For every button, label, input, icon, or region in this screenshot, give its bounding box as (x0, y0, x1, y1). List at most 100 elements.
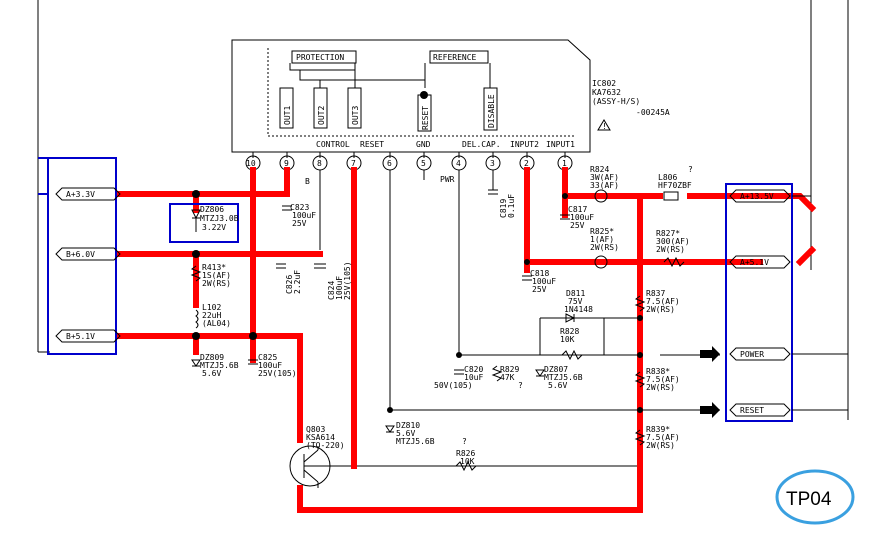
svg-text:100uF: 100uF (292, 211, 316, 220)
svg-text:POWER: POWER (740, 350, 764, 359)
svg-text:1: 1 (562, 159, 567, 168)
svg-text:5.6V: 5.6V (548, 381, 567, 390)
left-ports: A+3.3V B+6.0V B+5.1V (38, 157, 121, 355)
svg-text:7.5(AF): 7.5(AF) (646, 375, 680, 384)
r413-l102: R413* 1S(AF) 2W(RS) L102 22uH (AL04) (190, 263, 231, 329)
svg-text:D811: D811 (566, 289, 585, 298)
svg-text:MTZJ5.6B: MTZJ5.6B (544, 373, 583, 382)
svg-text:MTZJ5.6B: MTZJ5.6B (200, 361, 239, 370)
svg-text:5.6V: 5.6V (202, 369, 221, 378)
svg-text:(AL04): (AL04) (202, 319, 231, 328)
ic-ref: IC802 (592, 79, 616, 88)
svg-text:R826: R826 (456, 449, 475, 458)
svg-text:Q803: Q803 (306, 425, 325, 434)
svg-text:4: 4 (456, 159, 461, 168)
protection-box (291, 50, 357, 64)
svg-text:DZ806: DZ806 (200, 205, 224, 214)
pwr-c819: PWR C819 0.1uF (440, 175, 516, 218)
r824-l806: R824 3W(AF) 33(AF) L806 HF70ZBF ? (590, 165, 693, 203)
svg-text:B+6.0V: B+6.0V (66, 250, 95, 259)
svg-text:R838*: R838* (646, 367, 670, 376)
ic802-block: PROTECTION REFERENCE OUT1 OUT2 OUT3 RESE… (231, 39, 670, 153)
svg-text:A+13.5V: A+13.5V (740, 192, 774, 201)
pin-label-gnd: GND (416, 140, 431, 149)
svg-text:C823: C823 (290, 203, 309, 212)
tp04-badge: TP04 (775, 469, 855, 525)
svg-text:R825*: R825* (590, 227, 614, 236)
svg-text:7.5(AF): 7.5(AF) (646, 297, 680, 306)
svg-text:B: B (305, 177, 310, 186)
svg-text:?: ? (462, 437, 467, 446)
svg-text:B+5.1V: B+5.1V (66, 332, 95, 341)
c824-c826: C826 2.2uF C824 100uF 25V(105) B (276, 177, 352, 300)
svg-text:100uF: 100uF (570, 213, 594, 222)
svg-text:C817: C817 (568, 205, 587, 214)
dz810: DZ810 5.6V MTZJ5.6B (385, 421, 435, 446)
svg-text:?: ? (688, 165, 693, 174)
svg-text:1(AF): 1(AF) (590, 235, 614, 244)
svg-text:R828: R828 (560, 327, 579, 336)
svg-text:300(AF): 300(AF) (656, 237, 690, 246)
svg-text:R837: R837 (646, 289, 665, 298)
svg-text:10uF: 10uF (464, 373, 483, 382)
svg-text:2W(RS): 2W(RS) (646, 383, 675, 392)
svg-text:3.22V: 3.22V (202, 223, 226, 232)
svg-text:R827*: R827* (656, 229, 680, 238)
port-reset: RESET (729, 403, 791, 417)
svg-text:(TO-220): (TO-220) (306, 441, 345, 450)
pin-label-input1: INPUT1 (546, 140, 575, 149)
svg-text:2.2uF: 2.2uF (293, 270, 302, 294)
svg-text:25V: 25V (292, 219, 307, 228)
svg-text:2W(RS): 2W(RS) (656, 245, 685, 254)
tp04-label: TP04 (786, 489, 832, 510)
d811-r828: D811 75V 1N4148 R828 10K (560, 289, 593, 361)
svg-text:25V: 25V (570, 221, 585, 230)
svg-text:R839*: R839* (646, 425, 670, 434)
ic-out2-label: OUT2 (317, 106, 326, 125)
svg-text:2W(RS): 2W(RS) (646, 305, 675, 314)
q803-transistor: Q803 KSA614 (TO-220) (289, 425, 345, 488)
port-b60v: B+6.0V (55, 247, 121, 261)
arrow-power-icon (700, 346, 720, 362)
svg-text:A+3.3V: A+3.3V (66, 190, 95, 199)
dz806: DZ806 MTZJ3.0B 3.22V (169, 203, 239, 243)
ic-part: KA7632 (592, 88, 621, 97)
svg-text:100uF: 100uF (258, 361, 282, 370)
svg-text:100uF: 100uF (532, 277, 556, 286)
svg-text:10K: 10K (560, 335, 575, 344)
svg-text:7: 7 (351, 159, 356, 168)
svg-text:A+5.1V: A+5.1V (740, 258, 769, 267)
ic-disable-label: DISABLE (487, 94, 496, 128)
svg-text:75V: 75V (568, 297, 583, 306)
svg-text:C818: C818 (530, 269, 549, 278)
svg-text:1N4148: 1N4148 (564, 305, 593, 314)
svg-text:3: 3 (490, 159, 495, 168)
svg-text:0.1uF: 0.1uF (507, 194, 516, 218)
svg-text:HF70ZBF: HF70ZBF (658, 181, 692, 190)
svg-text:MTZJ5.6B: MTZJ5.6B (396, 437, 435, 446)
pin-label-control: CONTROL (316, 140, 350, 149)
svg-text:R829: R829 (500, 365, 519, 374)
svg-text:5.6V: 5.6V (396, 429, 415, 438)
c823: C823 100uF 25V (282, 203, 316, 228)
svg-text:R824: R824 (590, 165, 609, 174)
c817: C817 100uF 25V (560, 205, 594, 230)
svg-text:9: 9 (284, 159, 289, 168)
svg-text:10K: 10K (460, 457, 475, 466)
svg-text:C826: C826 (285, 275, 294, 294)
svg-text:3W(AF): 3W(AF) (590, 173, 619, 182)
port-a51v: A+5.1V (729, 255, 791, 269)
svg-text:100uF: 100uF (335, 276, 344, 300)
c818: C818 100uF 25V (522, 269, 556, 294)
right-ports: A+13.5V A+5.1V POWER RESET (700, 183, 848, 422)
svg-text:L102: L102 (202, 303, 221, 312)
black-wiring (319, 170, 720, 467)
svg-text:25V: 25V (532, 285, 547, 294)
svg-text:R413*: R413* (202, 263, 226, 272)
r826: R826 10K ? (455, 437, 477, 472)
svg-text:?: ? (518, 381, 523, 390)
svg-text:MTZJ3.0B: MTZJ3.0B (200, 214, 239, 223)
svg-text:5: 5 (421, 159, 426, 168)
svg-text:25V(105): 25V(105) (258, 369, 297, 378)
